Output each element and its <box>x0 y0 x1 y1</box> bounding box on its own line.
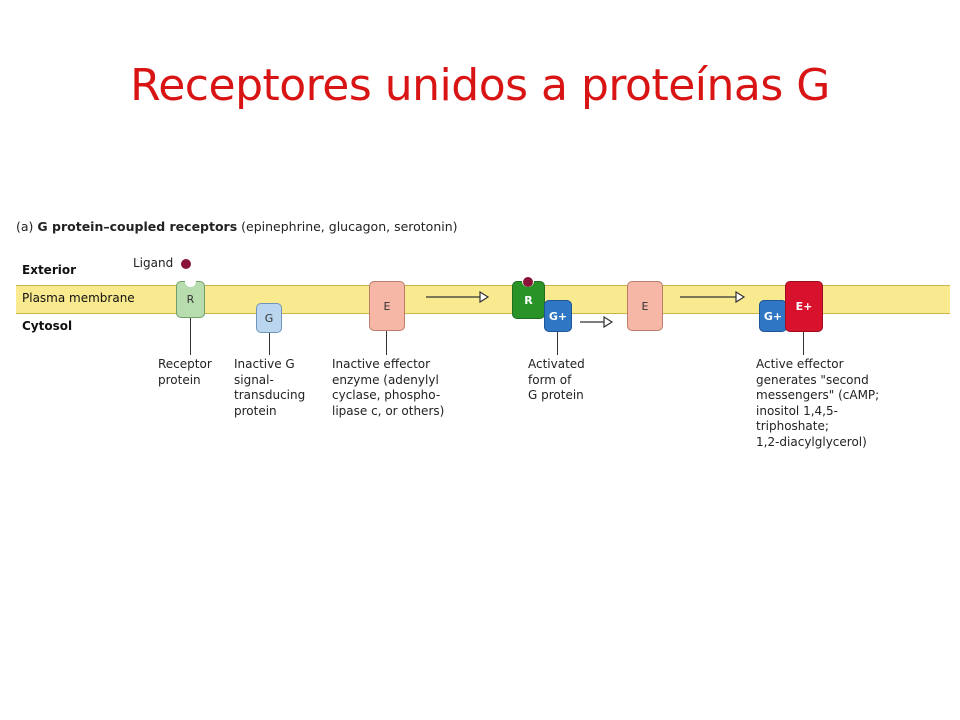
effector-before-activation: E <box>627 281 663 331</box>
label-active-effector: Active effector generates "second messen… <box>756 357 880 449</box>
bound-ligand <box>523 277 533 287</box>
leader-effector-active <box>803 332 804 355</box>
label-inactive-g: Inactive G signal- transducing protein <box>234 357 306 418</box>
g-protein-active-2-letter: G+ <box>763 309 783 323</box>
caption-bold: G protein–coupled receptors <box>37 219 238 234</box>
arrow-right-small-icon <box>580 315 614 329</box>
leader-g-active <box>557 332 558 355</box>
ligand-label: Ligand <box>133 256 174 270</box>
label-cytosol: Cytosol <box>22 319 73 333</box>
figure-caption: (a) G protein–coupled receptors (epineph… <box>16 219 458 234</box>
caption-panel: (a) <box>16 219 34 234</box>
g-protein-active-letter: G+ <box>548 309 568 323</box>
arrow-right-icon <box>426 290 490 304</box>
g-protein-active-2: G+ <box>759 300 787 332</box>
g-protein-inactive-letter: G <box>264 311 274 325</box>
g-protein-inactive: G <box>256 303 282 333</box>
label-inactive-effector: Inactive effector enzyme (adenylyl cycla… <box>332 357 445 418</box>
effector-before-letter: E <box>641 299 649 313</box>
label-receptor-protein: Receptor protein <box>158 357 212 387</box>
receptor-inactive: R <box>176 281 205 318</box>
effector-active: E+ <box>785 281 823 332</box>
effector-inactive-letter: E <box>383 299 391 313</box>
label-activated-g: Activated form of G protein <box>528 357 585 402</box>
effector-inactive: E <box>369 281 405 331</box>
label-membrane: Plasma membrane <box>22 291 135 305</box>
leader-receptor <box>190 318 191 355</box>
leader-effector-inactive <box>386 331 387 355</box>
receptor-inactive-letter: R <box>186 293 195 306</box>
effector-active-letter: E+ <box>795 300 813 313</box>
arrow-right-icon-2 <box>680 290 746 304</box>
g-protein-active: G+ <box>544 300 572 332</box>
ligand-molecule <box>181 259 191 269</box>
slide-title: Receptores unidos a proteínas G <box>130 60 830 111</box>
label-exterior: Exterior <box>22 263 77 277</box>
caption-rest: (epinephrine, glucagon, serotonin) <box>241 219 458 234</box>
receptor-binding-site <box>185 280 196 287</box>
leader-g-inactive <box>269 333 270 355</box>
receptor-active-letter: R <box>524 293 533 307</box>
